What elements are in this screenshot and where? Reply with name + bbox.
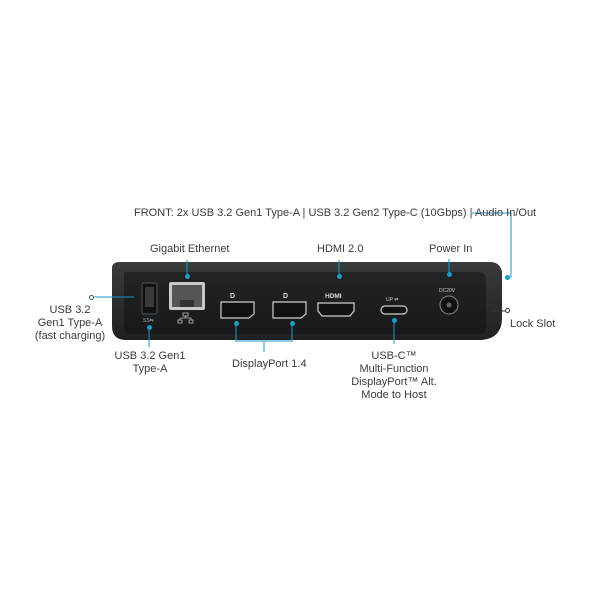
usbc-line-1: USB-C™ bbox=[371, 350, 417, 362]
usbc-leader-dot bbox=[392, 318, 397, 323]
dp-icon-2: D bbox=[283, 293, 288, 300]
network-icon bbox=[177, 312, 194, 324]
dc-mark: DC20V bbox=[439, 288, 456, 294]
displayport-label: DisplayPort 1.4 bbox=[232, 358, 307, 370]
dp-icon-1: D bbox=[230, 293, 235, 300]
dp1-leader-dot bbox=[234, 321, 239, 326]
usbc-line-2: Multi-Function bbox=[359, 363, 429, 375]
hdmi-logo: HDMI bbox=[325, 293, 342, 300]
usb-a-port bbox=[141, 282, 158, 315]
usb-c-label: USB-C™ Multi-Function DisplayPort™ Alt. … bbox=[348, 350, 440, 402]
usb-fast-line-1: USB 3.2 bbox=[49, 304, 91, 316]
lock-slot-label: Lock Slot bbox=[510, 318, 556, 330]
usb-fast-line-2: Gen1 Type-A bbox=[37, 317, 103, 329]
usb-gen1-line-2: Type-A bbox=[132, 363, 168, 375]
usb-c-port bbox=[380, 305, 408, 315]
usb-fast-line-3: (fast charging) bbox=[34, 330, 106, 342]
usb-fast-leader-dot bbox=[89, 295, 94, 300]
usbc-line-4: Mode to Host bbox=[361, 389, 427, 401]
lock-slot-dot bbox=[505, 308, 510, 313]
usbc-line-3: DisplayPort™ Alt. bbox=[351, 376, 437, 388]
usbc-up-mark: UP ⇄ bbox=[386, 297, 398, 303]
usb-gen1-line-1: USB 3.2 Gen1 bbox=[114, 350, 186, 362]
gigabit-ethernet-label: Gigabit Ethernet bbox=[150, 243, 230, 255]
dp2-leader-dot bbox=[290, 321, 295, 326]
displayport-port-2 bbox=[272, 301, 307, 319]
hdmi-label: HDMI 2.0 bbox=[317, 243, 364, 255]
front-leader-dot bbox=[505, 275, 510, 280]
displayport-port-1 bbox=[220, 301, 255, 319]
hdmi-leader-dot bbox=[337, 274, 342, 279]
hdmi-port bbox=[317, 302, 355, 317]
usb-ss-logo: SS⇆ bbox=[143, 318, 154, 324]
power-leader-dot bbox=[447, 272, 452, 277]
power-in-label: Power In bbox=[429, 243, 473, 255]
ethernet-leader-dot bbox=[185, 274, 190, 279]
usb-gen1-leader-dot bbox=[147, 325, 152, 330]
front-ports-label: FRONT: 2x USB 3.2 Gen1 Type-A | USB 3.2 … bbox=[134, 207, 537, 219]
usb-fast-charging-label: USB 3.2 Gen1 Type-A (fast charging) bbox=[30, 304, 110, 343]
ethernet-port bbox=[169, 282, 205, 310]
usb-gen1-label: USB 3.2 Gen1 Type-A bbox=[112, 350, 188, 376]
